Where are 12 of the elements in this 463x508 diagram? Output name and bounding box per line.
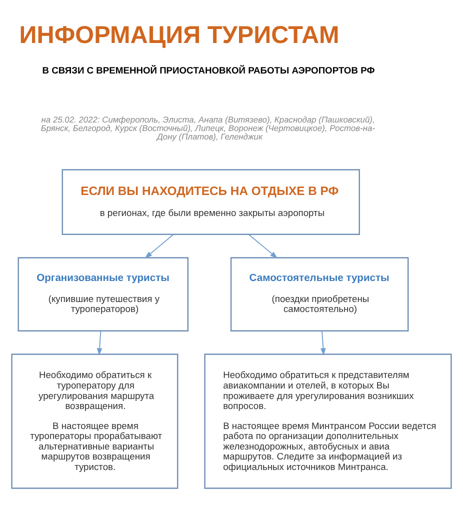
label: В СВЯЗИ С ВРЕМЕННОЙ ПРИОСТАНОВКОЙ РАБОТЫ АЭРОПОРТОВ РФ: [42, 65, 375, 76]
label: на 25.02. 2022: Симферополь, Элиста, Анапа (Витязево), Краснодар (Пашковский), Брянск, Белгород, Курск (Восточный), Липецк, Воронеж (Чертовицкое), Ростов-на-Дону (Платов), Геленджик: [40, 114, 375, 141]
node-box: Организованные туристы (купившие путешествия у туроператоров): [18, 256, 189, 331]
node-box: ЕСЛИ ВЫ НАХОДИТЕСЬ НА ОТДЫХЕ В РФ в регионах, где были временно закрыты аэропорты: [62, 168, 360, 234]
arrow: [320, 330, 326, 356]
node-box: Необходимо обратиться к представителям авиакомпании и отелей, в которых Вы проживаете для урегулирования возникших вопросов. В настоящее время Минтрансом России ведется работа по организации дополнительных железнодорожных, автобусных и авиа маршрутов. Следите за информацией из официальных источников Минтранса.: [204, 353, 452, 488]
node-box: Самостоятельные туристы (поездки приобретены самостоятельно): [230, 256, 409, 331]
arrow: [96, 330, 102, 356]
diagram-title: ИНФОРМАЦИЯ ТУРИСТАМ: [19, 22, 340, 49]
arrow: [144, 234, 174, 258]
arrow: [248, 234, 278, 258]
node-box: Необходимо обратиться к туроператору для урегулирования маршрута возвращения. В настоящее время туроператоры прорабатывают альтернативные варианты маршрутов возвращения туристов.: [11, 353, 178, 488]
